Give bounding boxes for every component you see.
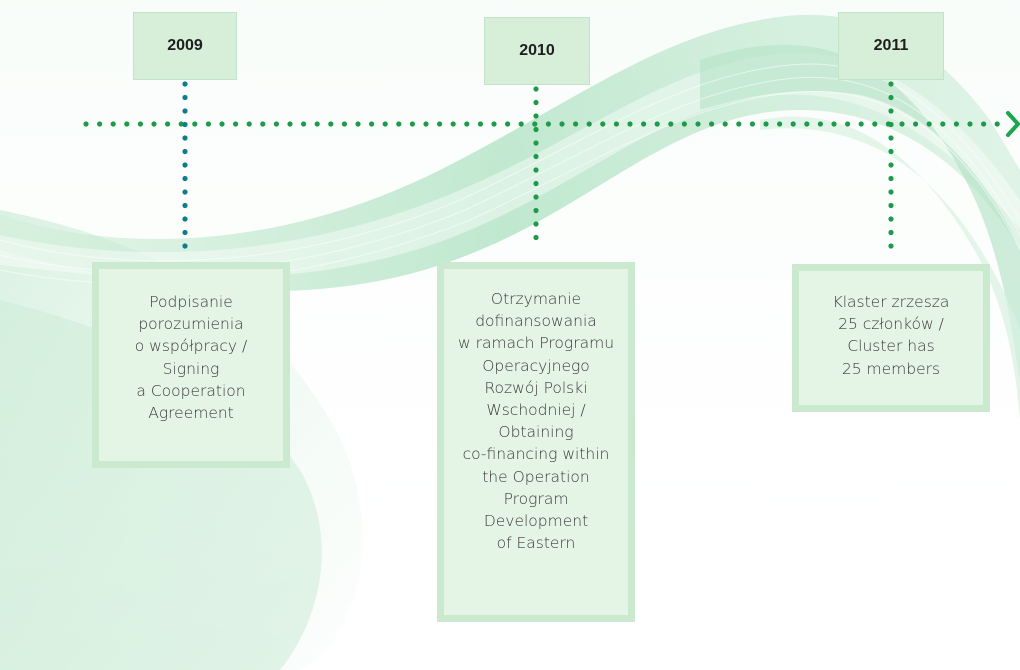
event-2010-line: Rozwój Polski — [484, 378, 588, 397]
event-2009-line: Agreement — [148, 404, 234, 423]
year-2011-label: 2011 — [873, 37, 909, 54]
event-2009: Podpisanie porozumienia o współpracy / S… — [92, 262, 290, 468]
year-2009-label: 2009 — [167, 37, 203, 54]
event-2010-line: the Operation — [482, 467, 590, 486]
event-2010-line: Wschodniej / — [486, 401, 586, 420]
event-2011-line: 25 members — [841, 359, 941, 378]
event-2009-line: porozumienia — [138, 315, 244, 334]
year-2011: 2011 — [838, 12, 944, 80]
event-2009-line: Podpisanie — [149, 293, 233, 311]
year-2009: 2009 — [133, 12, 237, 80]
event-2009-line: a Cooperation — [136, 381, 246, 400]
event-2010: Otrzymanie dofinansowania w ramach Progr… — [437, 262, 635, 622]
event-2010-line: Obtaining — [498, 423, 574, 442]
year-2010-label: 2010 — [519, 42, 555, 59]
event-2011: Klaster zrzesza 25 członków / Cluster ha… — [792, 264, 990, 412]
year-2010: 2010 — [484, 17, 590, 85]
event-2010-line: Operacyjnego — [482, 356, 590, 375]
event-2011-line: Klaster zrzesza — [832, 293, 950, 311]
event-2010-line: Program — [503, 489, 569, 508]
event-2010-line: Development — [483, 512, 589, 531]
event-2010-line: dofinansowania — [475, 312, 597, 331]
event-2010-line: w ramach Programu — [457, 334, 615, 353]
event-2010-line: Otrzymanie — [490, 290, 582, 308]
event-2011-line: Cluster has — [847, 337, 935, 356]
event-2010-line: co-financing within — [462, 445, 610, 464]
event-2011-line: 25 członków / — [838, 315, 944, 334]
event-2009-line: o współpracy / — [134, 337, 248, 356]
event-2010-line: of Eastern — [496, 534, 576, 553]
event-2009-line: Signing — [162, 359, 220, 378]
